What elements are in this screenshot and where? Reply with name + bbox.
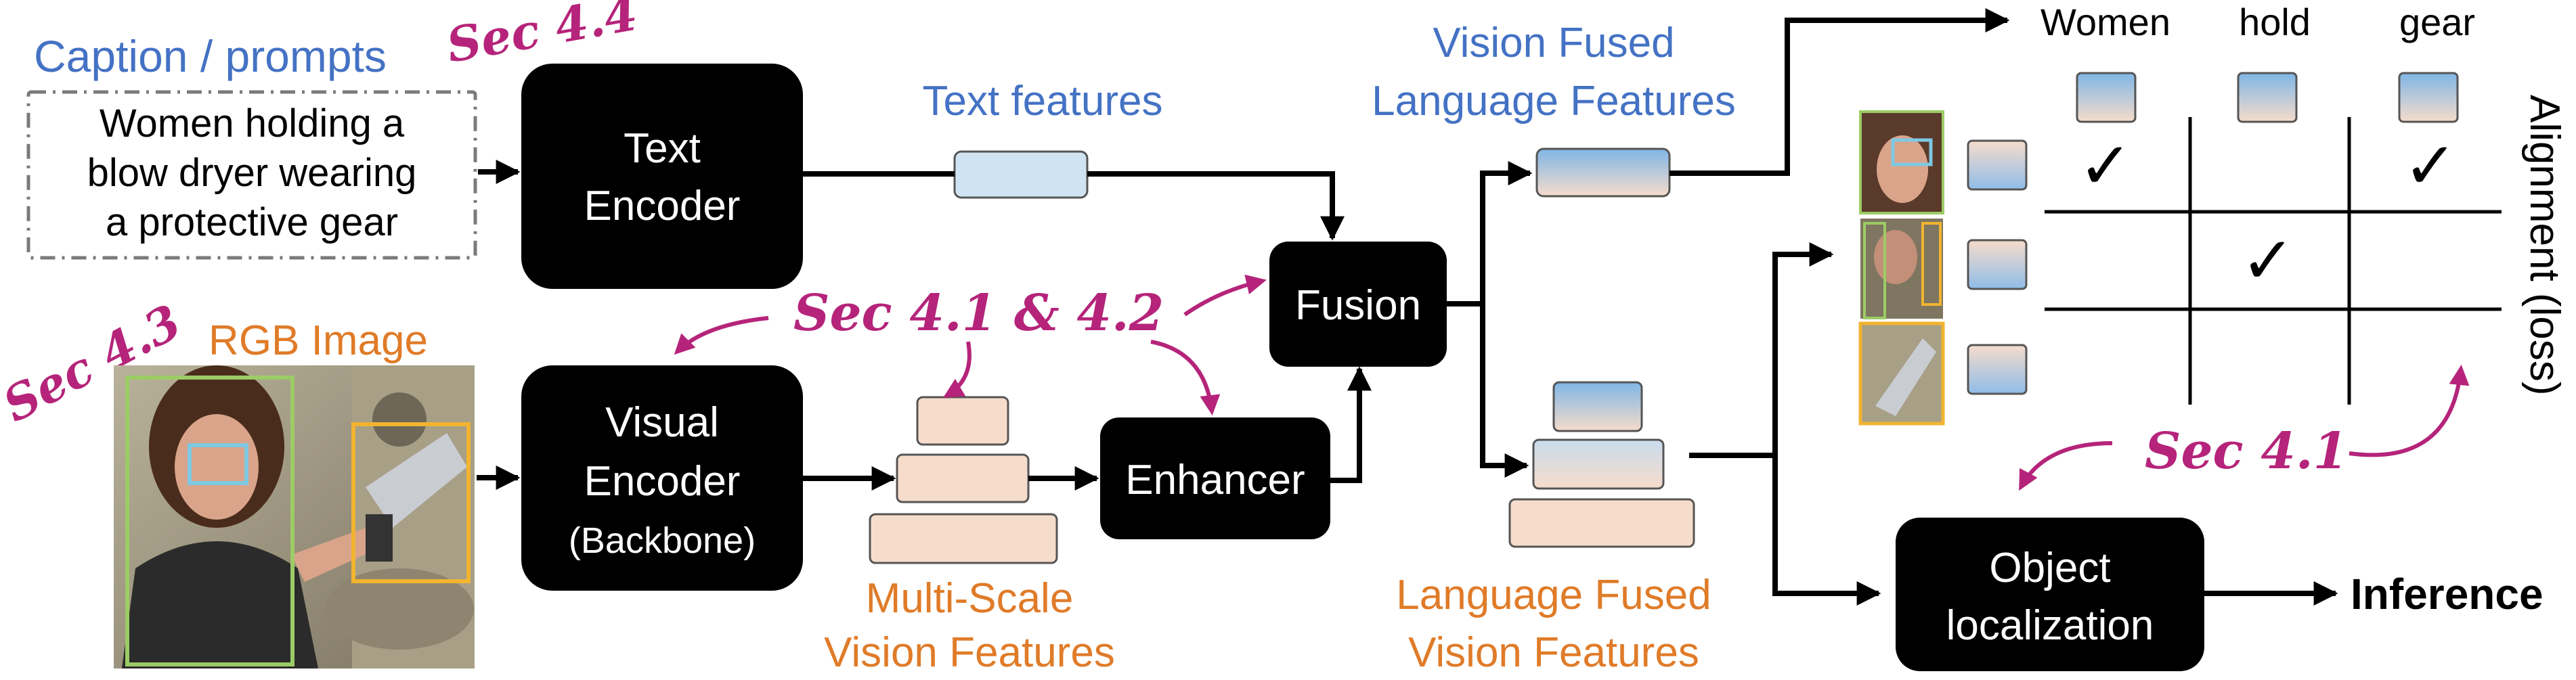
sec-41-42-annotation: Sec 4.1 & 4.2 bbox=[793, 284, 1164, 342]
alignment-checks: ✓ ✓ ✓ bbox=[2078, 130, 2458, 297]
text-features-label: Text features bbox=[923, 78, 1163, 124]
multi-scale-label-1: Multi-Scale bbox=[866, 575, 1074, 622]
object-localization-label-2: localization bbox=[1946, 602, 2154, 649]
caption-line-2: blow dryer wearing bbox=[87, 151, 417, 195]
token-feature-women bbox=[2076, 72, 2137, 123]
vision-fused-label-2: Language Features bbox=[1372, 78, 1736, 124]
lf-feature-medium bbox=[1532, 438, 1665, 490]
caption-line-1: Women holding a bbox=[100, 101, 405, 145]
object-localization-label-1: Object bbox=[1989, 545, 2110, 591]
token-label-gear: gear bbox=[2399, 1, 2475, 43]
region-feature-2 bbox=[1967, 239, 2028, 290]
region-feature-3 bbox=[1967, 344, 2028, 395]
visual-encoder-label-1: Visual bbox=[605, 399, 719, 446]
text-encoder-label-2: Encoder bbox=[584, 183, 741, 229]
visual-encoder-label-2: Encoder bbox=[584, 458, 741, 505]
caption-box bbox=[26, 90, 477, 260]
alignment-check-r0-c2: ✓ bbox=[2403, 130, 2458, 202]
inference-label: Inference bbox=[2351, 570, 2544, 618]
ms-feature-medium bbox=[896, 453, 1030, 503]
rgb-image-label: RGB Image bbox=[209, 317, 428, 364]
region-crop-face bbox=[1859, 110, 1944, 214]
caption-prompts-label: Caption / prompts bbox=[34, 31, 387, 81]
arrow-text-features-to-fusion bbox=[1087, 171, 1345, 241]
token-label-hold: hold bbox=[2239, 1, 2311, 43]
bbox-glasses bbox=[188, 443, 248, 485]
text-encoder-block bbox=[521, 64, 803, 289]
bbox-dryer bbox=[351, 422, 471, 583]
arrow-enhancer-to-fusion bbox=[1330, 366, 1372, 483]
ms-feature-large bbox=[869, 513, 1058, 564]
alignment-check-r0-c0: ✓ bbox=[2078, 130, 2133, 202]
text-encoder-label-1: Text bbox=[624, 125, 701, 172]
sec-arrow-to-alignment bbox=[2349, 365, 2470, 457]
visual-encoder-block bbox=[521, 365, 803, 591]
alignment-grid bbox=[2045, 117, 2502, 405]
sec-arrow-to-visual bbox=[674, 316, 769, 355]
token-feature-hold bbox=[2237, 72, 2298, 123]
vision-fused-token bbox=[1535, 148, 1671, 198]
region-crop-body bbox=[1860, 219, 1943, 319]
visual-encoder-label-3: (Backbone) bbox=[569, 520, 756, 561]
vision-fused-label-1: Vision Fused bbox=[1433, 20, 1674, 66]
alignment-check-r1-c1: ✓ bbox=[2241, 225, 2295, 297]
ms-feature-small bbox=[916, 396, 1009, 446]
arrow-vision-fused-to-tokens bbox=[1669, 8, 2010, 176]
caption-line-3: a protective gear bbox=[106, 200, 398, 244]
bbox-woman bbox=[125, 376, 294, 666]
region-crop-dryer bbox=[1858, 321, 1945, 426]
lf-feature-small bbox=[1552, 381, 1643, 432]
lf-feature-large bbox=[1508, 498, 1695, 548]
text-feature-token bbox=[953, 150, 1089, 199]
arrow-fusion-to-language-fused bbox=[1480, 304, 1529, 478]
language-fused-label-2: Vision Features bbox=[1408, 629, 1699, 676]
alignment-loss-label: Alignment (loss) bbox=[2521, 95, 2568, 395]
token-feature-gear bbox=[2398, 72, 2459, 123]
rgb-image-photo bbox=[114, 365, 475, 668]
sec-arrow-to-object-localization bbox=[2019, 441, 2113, 491]
enhancer-block bbox=[1100, 417, 1330, 539]
object-localization-block bbox=[1896, 518, 2204, 671]
arrow-lf-to-alignment bbox=[1772, 242, 1834, 455]
fusion-block bbox=[1269, 242, 1447, 367]
sec-arrow-to-enhancer bbox=[1150, 340, 1221, 415]
enhancer-label: Enhancer bbox=[1125, 457, 1305, 503]
fusion-label: Fusion bbox=[1295, 282, 1421, 329]
multi-scale-label-2: Vision Features bbox=[824, 629, 1115, 676]
region-feature-1 bbox=[1967, 139, 2028, 191]
arrow-fusion-to-vision-fused bbox=[1447, 161, 1533, 307]
token-label-women: Women bbox=[2040, 1, 2170, 43]
sec-41-annotation: Sec 4.1 bbox=[2145, 422, 2348, 480]
sec-44-annotation: Sec 4.4 bbox=[443, 0, 642, 74]
sec-arrow-to-ms bbox=[942, 341, 972, 399]
arrow-lf-to-object-localization bbox=[1772, 455, 1881, 606]
language-fused-label-1: Language Fused bbox=[1396, 572, 1711, 618]
sec-arrow-to-fusion bbox=[1183, 274, 1267, 317]
